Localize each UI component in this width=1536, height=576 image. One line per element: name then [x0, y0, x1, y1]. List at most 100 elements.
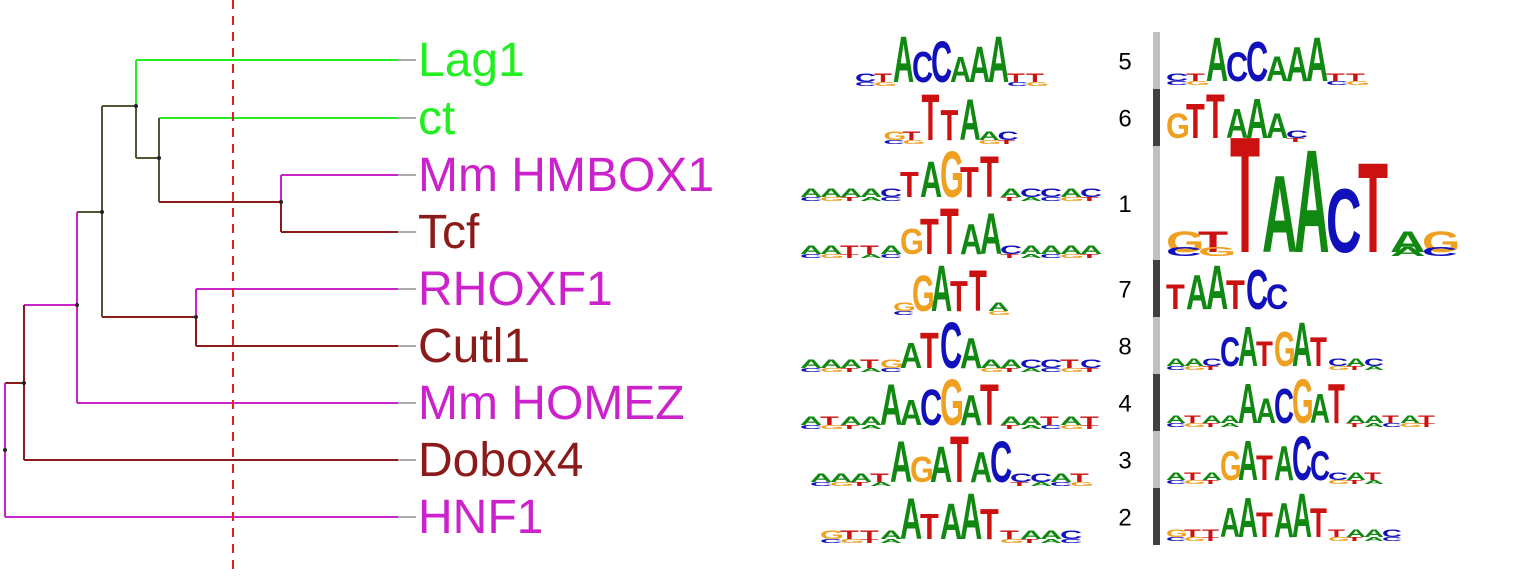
- logo-letter: A: [1206, 252, 1228, 323]
- logo-letter: A: [1166, 413, 1186, 425]
- logo-letter: A: [920, 151, 942, 208]
- logo-letter: C: [1166, 244, 1202, 259]
- logo-letter: A: [1020, 424, 1042, 430]
- logo-letter: A: [960, 87, 981, 153]
- logo-letter: A: [1266, 106, 1288, 145]
- logo-letter: T: [1080, 367, 1100, 373]
- logo-letter: G: [1198, 244, 1236, 259]
- logo-letter: C: [1326, 80, 1348, 86]
- logo-letter: C: [1080, 186, 1102, 199]
- logo-letter: G: [874, 81, 897, 87]
- logo-letter: G: [910, 450, 934, 491]
- logo-letter: T: [1346, 71, 1365, 84]
- logo-letter: A: [930, 436, 952, 493]
- logo-letter: T: [860, 538, 880, 544]
- cluster-bar: [1153, 488, 1160, 545]
- logo-letter: A: [1346, 413, 1366, 425]
- cluster-id: 7: [1118, 277, 1131, 304]
- logo-letter: G: [1166, 527, 1188, 539]
- logo-letter: T: [1000, 253, 1020, 259]
- logo-letter: T: [1346, 366, 1363, 372]
- logo-letter: A: [1346, 356, 1366, 368]
- tree-node: [157, 156, 161, 160]
- logo-letter: A: [1364, 423, 1384, 429]
- logo-letter: A: [1238, 431, 1258, 493]
- logo-letter: A: [1294, 121, 1330, 285]
- logo-letter: T: [903, 129, 921, 142]
- logo-letter: A: [1390, 225, 1426, 259]
- logo-letter: A: [1020, 367, 1042, 373]
- logo-letter: T: [1202, 480, 1219, 486]
- logo-letter: C: [820, 538, 842, 544]
- logo-letter: C: [880, 367, 902, 373]
- logo-letter: A: [950, 49, 971, 90]
- logo-letter: C: [1326, 170, 1362, 272]
- logo-letter: A: [960, 330, 982, 379]
- leaf-label: ct: [418, 92, 455, 145]
- logo-letter: T: [1364, 470, 1381, 482]
- logo-letter: A: [1220, 423, 1240, 429]
- logo-letter: C: [1080, 357, 1102, 370]
- logo-letter: G: [1060, 424, 1084, 430]
- cluster-bar: [1153, 374, 1160, 431]
- logo-letter: A: [931, 251, 952, 325]
- cluster-bar: [1153, 89, 1160, 146]
- logo-letter: A: [860, 253, 882, 259]
- logo-letter: A: [1202, 413, 1222, 425]
- tree-node: [3, 448, 7, 452]
- logo-letter: C: [1286, 128, 1309, 141]
- tree-node: [194, 315, 198, 319]
- tree-node: [75, 303, 79, 307]
- cluster-id: 6: [1118, 106, 1131, 133]
- logo-letter: A: [1346, 527, 1366, 539]
- logo-letter: C: [1226, 43, 1248, 90]
- logo-letter: G: [1166, 225, 1204, 259]
- logo-letter: G: [1184, 423, 1206, 429]
- logo-letter: T: [1328, 374, 1345, 436]
- logo-letter: T: [1070, 471, 1089, 484]
- cluster-id: 1: [1118, 191, 1131, 218]
- logo-letter: T: [950, 271, 968, 320]
- logo-letter: A: [1286, 37, 1308, 92]
- logo-letter: A: [1238, 488, 1258, 550]
- logo-letter: A: [860, 186, 882, 199]
- logo-letter: T: [840, 243, 859, 256]
- logo-letter: C: [1220, 328, 1240, 375]
- logo-letter: T: [1256, 505, 1273, 545]
- logo-letter: T: [1080, 253, 1100, 259]
- logo-letter: A: [860, 367, 882, 373]
- logo-letter: A: [980, 201, 1002, 266]
- logo-letter: A: [1256, 391, 1276, 431]
- logo-letter: A: [970, 444, 992, 493]
- logo-letter: T: [840, 528, 859, 541]
- logo-letter: C: [1166, 80, 1188, 86]
- logo-letter: C: [1040, 367, 1062, 373]
- logo-letter: T: [1007, 71, 1025, 84]
- logo-letter: G: [820, 367, 844, 373]
- logo-letter: A: [1040, 243, 1062, 256]
- logo-letter: C: [1202, 356, 1222, 368]
- cluster-id: 5: [1118, 49, 1131, 76]
- logo-letter: A: [820, 243, 842, 256]
- logo-letter: T: [920, 322, 939, 379]
- logo-letter: C: [800, 367, 822, 373]
- logo-letter: T: [1184, 413, 1201, 425]
- logo-letter: A: [979, 129, 1000, 142]
- logo-letter: A: [1246, 87, 1268, 150]
- logo-letter: T: [1080, 414, 1099, 427]
- logo-letter: G: [912, 264, 935, 322]
- logo-letter: T: [1346, 480, 1363, 486]
- logo-letter: C: [893, 310, 914, 316]
- logo-letter: A: [1202, 470, 1222, 482]
- logo-letter: A: [1226, 100, 1248, 147]
- logo-letter: A: [800, 243, 822, 256]
- logo-letter: A: [1220, 499, 1240, 546]
- logo-letter: C: [880, 186, 902, 199]
- logo-letter: G: [1060, 253, 1084, 259]
- logo-letter: A: [860, 196, 882, 202]
- logo-letter: A: [1364, 527, 1384, 539]
